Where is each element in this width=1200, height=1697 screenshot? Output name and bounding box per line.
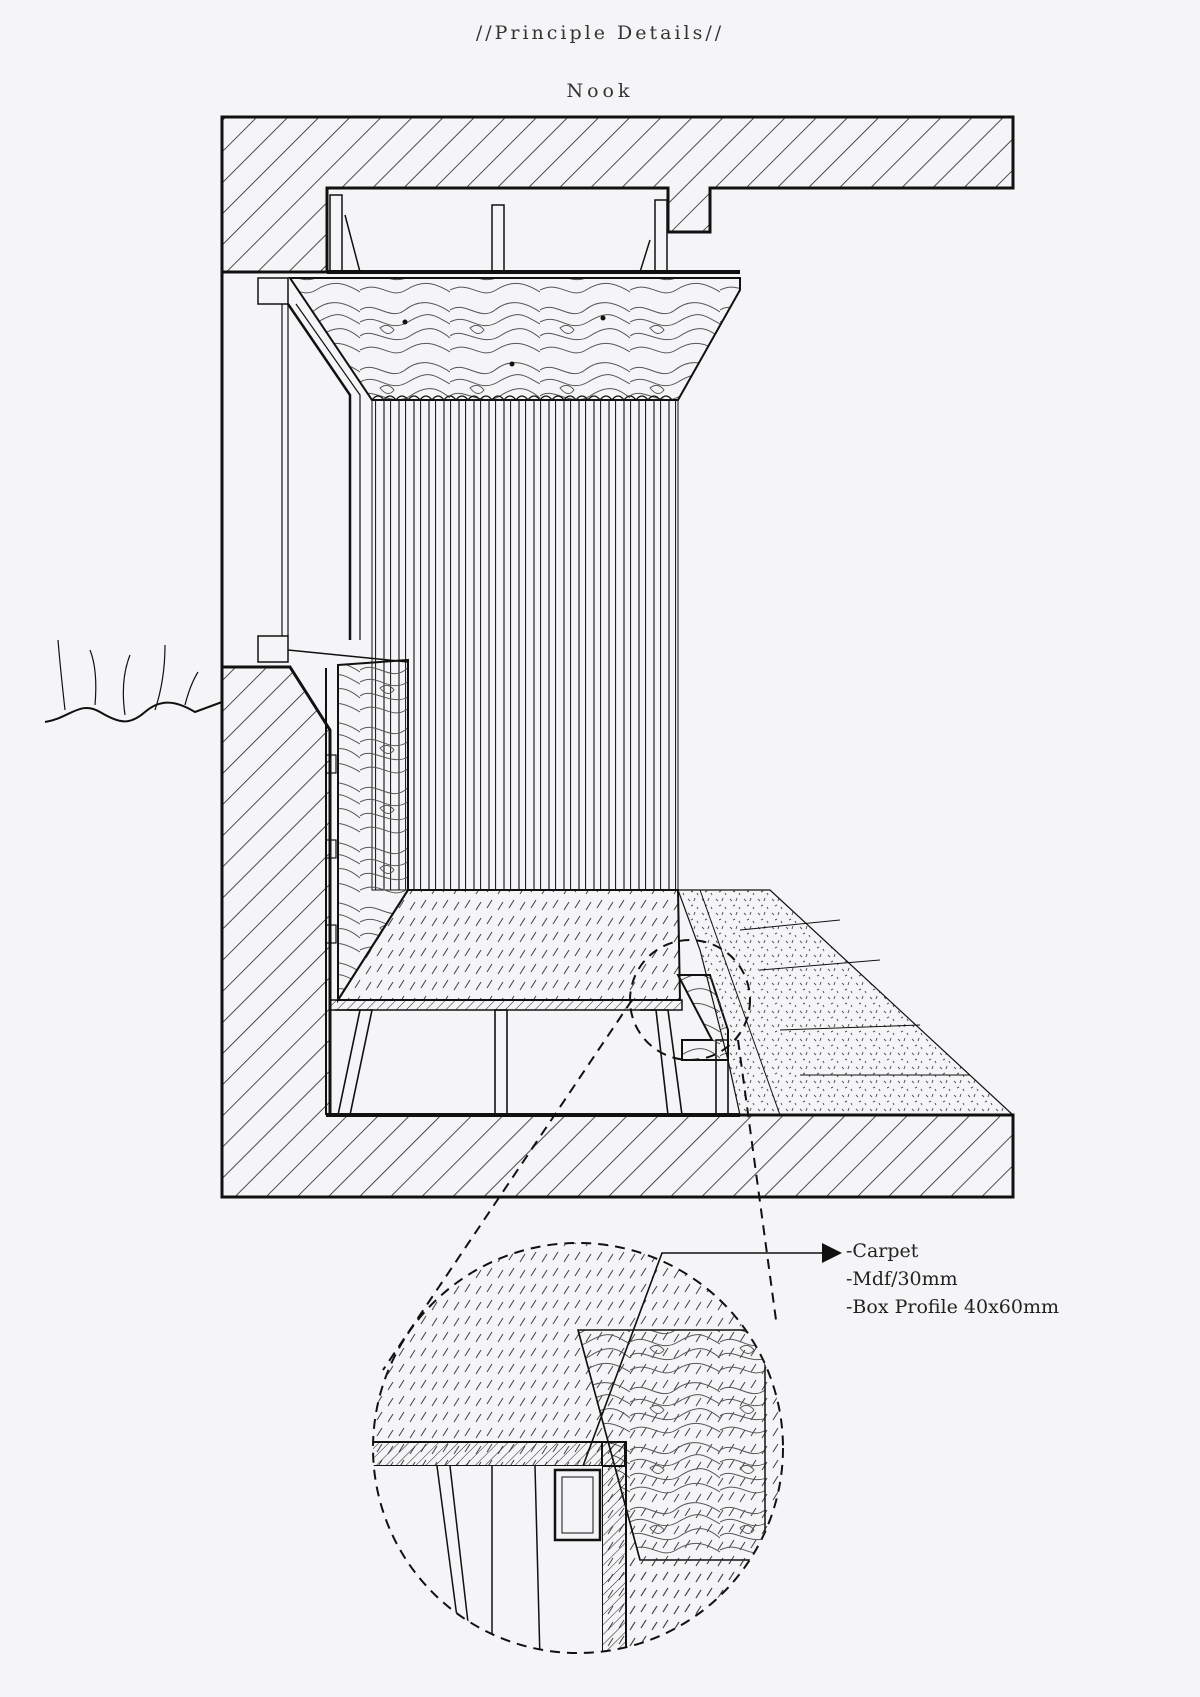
drawing-title: //Principle Details//: [475, 22, 725, 44]
upper-wood-panel: [288, 277, 741, 401]
floor-tiles: [677, 889, 1015, 1116]
ceiling-slab: [220, 115, 1015, 274]
drawing-subtitle: Nook: [566, 80, 634, 102]
wall-studs: [325, 668, 339, 1115]
slatted-back-wall: [371, 399, 679, 891]
ground-grass: [44, 639, 223, 723]
leader-arrow: [582, 1252, 828, 1467]
window-frame: [257, 277, 409, 663]
callout-label-carpet: -Carpet: [846, 1240, 919, 1262]
callout-label-box-profile: -Box Profile 40x60mm: [846, 1296, 1060, 1318]
enlarged-detail: [373, 1243, 783, 1653]
ceiling-joists: [327, 194, 740, 274]
seat-frame: [335, 1009, 729, 1116]
detail-marker-circle: [629, 939, 751, 1061]
callout-label-mdf: -Mdf/30mm: [846, 1268, 958, 1290]
